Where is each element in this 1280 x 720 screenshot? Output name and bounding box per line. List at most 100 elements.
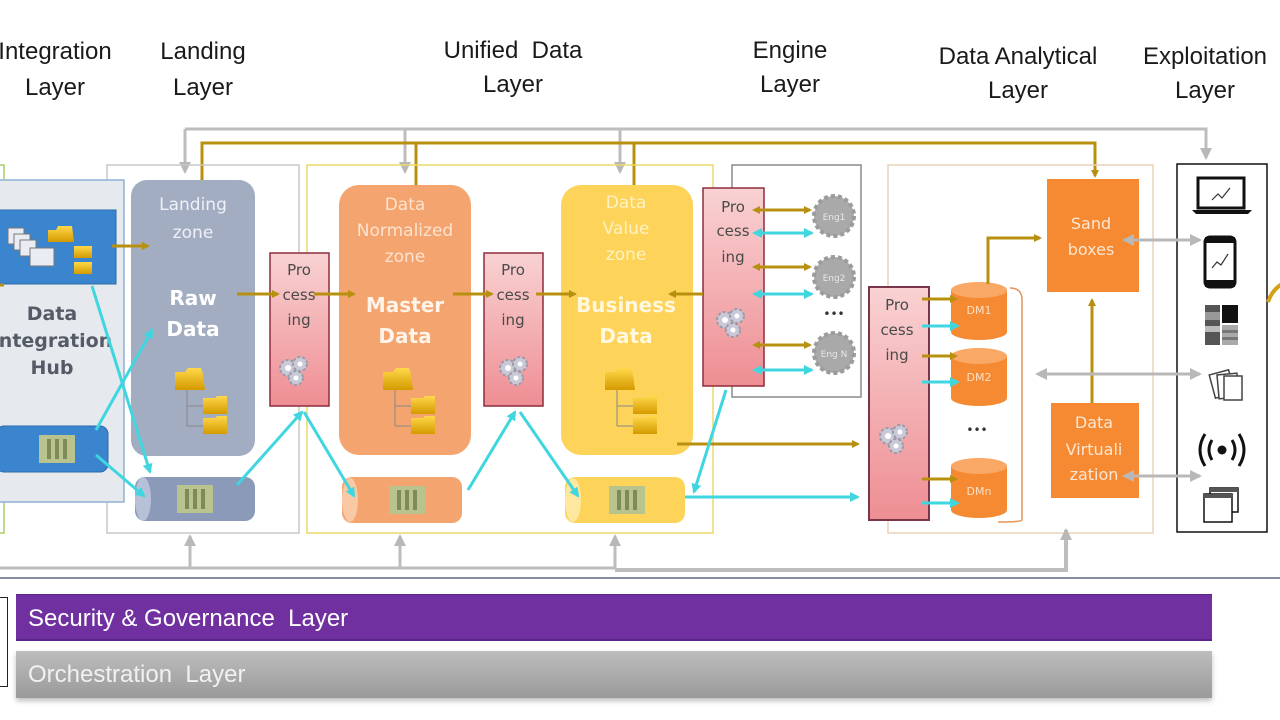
- landing-zone-label-2: zone: [173, 223, 214, 243]
- windows-icon: [1203, 487, 1239, 523]
- data-marts: DM1 DM2 ••• DMn: [951, 282, 1023, 523]
- svg-text:DM1: DM1: [967, 304, 992, 317]
- hub-title-line1: Data: [27, 303, 78, 325]
- broadcast-icon: [1198, 433, 1246, 467]
- engine-ellipsis: •••: [823, 307, 844, 321]
- svg-text:Eng1: Eng1: [823, 213, 846, 223]
- svg-text:Data: Data: [599, 324, 652, 348]
- layer-title-engine: Engine Layer: [720, 34, 860, 102]
- engine-1: Eng1: [812, 194, 856, 238]
- hub-title-line3: Hub: [30, 357, 73, 379]
- svg-text:Normalized: Normalized: [357, 221, 453, 241]
- gold-flow-arrows: [112, 206, 1096, 483]
- security-governance-label: Security & Governance Layer: [28, 605, 349, 632]
- analytical-processing-box: Pro cess ing: [868, 286, 930, 521]
- data-integration-hub: Data Integration Hub: [0, 179, 125, 503]
- title-line: Layer: [482, 71, 544, 98]
- data-mart-1: DM1: [951, 282, 1007, 340]
- title-line: Data Analytical: [938, 43, 1098, 70]
- svg-text:boxes: boxes: [1068, 240, 1115, 259]
- svg-text:Data: Data: [378, 324, 431, 348]
- svg-text:ing: ing: [721, 248, 744, 266]
- svg-text:Data: Data: [385, 195, 426, 215]
- servers-icon: [7, 227, 55, 267]
- engine-2: Eng2: [812, 255, 856, 299]
- raw-data-label-2: Data: [166, 317, 219, 341]
- hub-title-line2: Integration: [0, 330, 112, 352]
- tablet-chart-icon: [1203, 235, 1237, 289]
- layer-title-exploitation: Exploitation Layer: [1130, 40, 1280, 108]
- top-feedback-gold-lines: [200, 141, 1099, 185]
- svg-text:Pro: Pro: [885, 296, 909, 314]
- hub-queue: [0, 425, 109, 473]
- svg-text:ing: ing: [885, 346, 908, 364]
- svg-text:zone: zone: [606, 245, 647, 265]
- left-edge-box: [0, 597, 8, 687]
- svg-text:cess: cess: [716, 222, 749, 240]
- title-line: Landing: [160, 38, 246, 65]
- engines: Eng1 Eng2 ••• Eng N: [812, 194, 856, 375]
- svg-text:Data: Data: [1075, 413, 1113, 432]
- svg-text:zone: zone: [385, 247, 426, 267]
- documents-icon: [1208, 368, 1243, 401]
- svg-text:Value: Value: [603, 219, 650, 239]
- title-line: Layer: [987, 77, 1049, 104]
- layer-title-unified: Unified Data Layer: [400, 34, 626, 102]
- svg-text:Eng2: Eng2: [823, 274, 846, 284]
- title-line: Layer: [759, 71, 821, 98]
- orchestration-layer: Orchestration Layer: [16, 651, 1212, 698]
- grey-flow-arrows: [1035, 234, 1202, 482]
- svg-text:cess: cess: [880, 321, 913, 339]
- svg-text:Sand: Sand: [1071, 214, 1111, 233]
- svg-text:ing: ing: [501, 311, 524, 329]
- cyan-flow-arrows: [90, 228, 960, 508]
- folders-icon: [48, 226, 92, 274]
- layer-title-landing: Landing Layer: [128, 34, 278, 106]
- engine-n: Eng N: [812, 331, 856, 375]
- engine-processing-box: Pro cess ing: [702, 187, 765, 387]
- data-mart-2: DM2: [951, 348, 1007, 406]
- architecture-diagram: Data Integration Hub Landing zone Raw Da…: [0, 127, 1280, 579]
- data-virtualization-box: Data Virtuali zation: [1051, 403, 1139, 498]
- landing-zone: Landing zone Raw Data: [131, 180, 255, 456]
- title-line: Layer: [172, 74, 234, 101]
- svg-text:DM2: DM2: [967, 371, 992, 384]
- data-mart-n: DMn: [951, 458, 1007, 518]
- normalized-queue: [342, 477, 462, 523]
- laptop-chart-icon: [1192, 176, 1252, 214]
- svg-text:Master: Master: [366, 293, 444, 317]
- svg-text:Virtuali: Virtuali: [1066, 440, 1123, 459]
- orchestration-label: Orchestration Layer: [28, 661, 246, 688]
- landing-zone-label-1: Landing: [159, 195, 227, 215]
- data-normalized-zone: Data Normalized zone Master Data: [339, 185, 471, 455]
- processing-box-1: Pro cess ing: [269, 252, 330, 407]
- sandboxes-box: Sand boxes: [1047, 179, 1139, 292]
- title-line: Unified Data: [443, 37, 583, 64]
- svg-text:DMn: DMn: [967, 485, 992, 498]
- security-governance-layer: Security & Governance Layer: [16, 594, 1212, 641]
- svg-text:Business: Business: [576, 293, 676, 317]
- svg-text:cess: cess: [496, 286, 529, 304]
- bottom-feedback-grey-lines: [0, 528, 1072, 572]
- title-line: Integration: [0, 38, 112, 65]
- data-mart-ellipsis: •••: [966, 423, 987, 437]
- svg-text:Pro: Pro: [501, 261, 525, 279]
- data-value-zone: Data Value zone Business Data: [561, 185, 693, 455]
- curved-arrow-fragment: [1266, 282, 1280, 303]
- layer-title-analytical: Data Analytical Layer: [918, 40, 1118, 108]
- dashboard-icon: [1205, 305, 1238, 345]
- svg-text:Eng N: Eng N: [821, 350, 848, 360]
- title-line: Exploitation: [1142, 43, 1268, 70]
- svg-text:cess: cess: [282, 286, 315, 304]
- layer-title-integration: Integration Layer: [0, 34, 130, 106]
- title-line: Layer: [24, 74, 86, 101]
- raw-data-label-1: Raw: [169, 286, 216, 310]
- value-queue: [565, 477, 685, 523]
- svg-text:ing: ing: [287, 311, 310, 329]
- title-line: Layer: [1174, 77, 1236, 104]
- title-line: Engine: [752, 37, 828, 64]
- svg-text:zation: zation: [1070, 465, 1119, 484]
- svg-text:Pro: Pro: [287, 261, 311, 279]
- svg-text:Pro: Pro: [721, 198, 745, 216]
- svg-text:Data: Data: [606, 193, 647, 213]
